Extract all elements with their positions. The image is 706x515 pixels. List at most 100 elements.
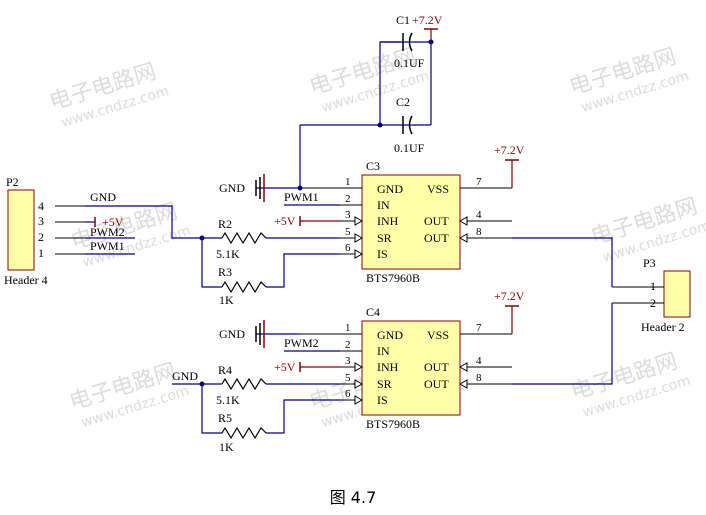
c4-pin-arrow-out2 (458, 379, 468, 389)
p3-body (663, 270, 691, 318)
c4-pin-num-5: 5 (345, 372, 351, 384)
c3-ref: C3 (366, 159, 380, 173)
c4-pin-name-out2: OUT (424, 377, 449, 391)
c3-pin-num-5: 5 (345, 226, 351, 238)
resistors-upper: R2 5.1K R3 1K (199, 217, 340, 307)
c3-pin-arrow-sr (354, 233, 364, 243)
net-label-5v: +5V (102, 215, 124, 229)
c4-ref: C4 (366, 305, 380, 319)
c4-pin-arrow-sr (354, 379, 364, 389)
r5-wire-left (201, 384, 222, 434)
c1-supply-label: +7.2V (412, 13, 443, 27)
c4-supply-label: +7.2V (494, 289, 525, 303)
c3-pin-name-out2: OUT (424, 231, 449, 245)
p2-body (7, 189, 35, 271)
c3-pin-num-6: 6 (345, 242, 351, 254)
c3-pin-name-gnd: GND (377, 182, 403, 196)
c3-pin-arrow-inh (354, 216, 364, 226)
r2-ref: R2 (218, 217, 232, 231)
c4-pin-name-gnd: GND (377, 328, 403, 342)
c2-value: 0.1UF (394, 141, 425, 155)
r3-wire-right (266, 253, 340, 288)
r4-value: 5.1K (216, 393, 240, 407)
c4-pin-num-8: 8 (476, 372, 482, 384)
figure-caption: 图 4.7 (329, 488, 377, 507)
wire-p2-gnd (85, 205, 202, 239)
c3-pin-num-1: 1 (345, 176, 351, 188)
c4-pin-arrow-is (354, 395, 364, 405)
wire-c3-out-to-p3 (512, 237, 613, 287)
capacitors-c1-c2: C1 +7.2V 0.1UF C2 0.1UF (297, 13, 443, 191)
c4-pin-num-4: 4 (476, 355, 482, 367)
r2-zigzag (221, 231, 267, 245)
c4-pin-num-1: 1 (345, 322, 351, 334)
r5-ref: R5 (218, 411, 232, 425)
p2-pin-1: 1 (38, 246, 44, 260)
c3-pin-name-sr: SR (377, 231, 392, 245)
r5-wire-right (266, 399, 340, 434)
ic-c4: C4 BTS7960B GND IN INH SR IS VSS OUT OUT… (172, 289, 525, 431)
c4-left-gnd-label: GND (172, 369, 198, 383)
c1-value: 0.1UF (394, 56, 425, 70)
c3-inh-label: +5V (274, 214, 296, 228)
c3-supply-label: +7.2V (494, 143, 525, 157)
resistors-lower: R4 5.1K R5 1K (172, 363, 340, 454)
c4-pin-arrow-inh (354, 362, 364, 372)
header-p3: P3 1 2 Header 2 (512, 237, 691, 385)
c4-pin-name-is: IS (377, 393, 388, 407)
c4-pin-num-2: 2 (345, 339, 351, 351)
c4-part: BTS7960B (366, 417, 420, 431)
c3-part: BTS7960B (366, 271, 420, 285)
c3-pin-arrow-out2 (458, 233, 468, 243)
p2-pin-4: 4 (38, 199, 44, 213)
r5-zigzag (221, 426, 267, 440)
junction-dot (428, 39, 434, 45)
c1-ref: C1 (396, 13, 410, 27)
c3-pin-num-7: 7 (476, 176, 482, 188)
c4-pin-name-in: IN (377, 344, 390, 358)
c4-pin-num-6: 6 (345, 388, 351, 400)
r3-value: 1K (219, 293, 234, 307)
c3-pin-arrow-out1 (458, 216, 468, 226)
c3-body (361, 174, 461, 270)
r3-wire-left (201, 238, 222, 288)
ic-c3: C3 BTS7960B GND IN INH SR IS VSS OUT OUT… (219, 143, 525, 285)
c4-gnd-label: GND (219, 327, 245, 341)
p3-pin-1: 1 (650, 279, 656, 293)
c3-pin-name-inh: INH (377, 214, 399, 228)
c2-ref: C2 (396, 95, 410, 109)
r4-zigzag (221, 377, 267, 391)
c4-pin-name-inh: INH (377, 360, 399, 374)
c1-plate-right (408, 32, 413, 52)
c4-pin-num-3: 3 (345, 355, 351, 367)
c3-pin-name-vss: VSS (427, 182, 449, 196)
net-label-pwm1: PWM1 (90, 239, 125, 253)
c3-gnd-label: GND (219, 181, 245, 195)
p2-pin-2: 2 (38, 230, 44, 244)
r5-value: 1K (219, 440, 234, 454)
p2-ref: P2 (6, 175, 19, 189)
c3-pin-num-4: 4 (476, 209, 482, 221)
c3-pin-num-3: 3 (345, 209, 351, 221)
p2-name: Header 4 (4, 273, 48, 287)
p3-ref: P3 (643, 256, 656, 270)
wire-c4-out-to-p3 (512, 303, 613, 385)
c4-pin-name-sr: SR (377, 377, 392, 391)
c3-pin-name-in: IN (377, 198, 390, 212)
r3-ref: R3 (218, 265, 232, 279)
net-label-pwm2: PWM2 (90, 225, 125, 239)
c4-pin-num-7: 7 (476, 322, 482, 334)
schematic-diagram: 电子电路网 www.cndzz.com 电子电路网 www.cndzz.com … (4, 13, 706, 454)
c4-pin-arrow-out1 (458, 362, 468, 372)
net-label-gnd: GND (90, 190, 116, 204)
c4-pin-name-vss: VSS (427, 328, 449, 342)
r3-zigzag (221, 280, 267, 294)
c3-pin-name-out1: OUT (424, 214, 449, 228)
r4-ref: R4 (218, 363, 232, 377)
c3-pin-num-2: 2 (345, 193, 351, 205)
c4-in-label: PWM2 (284, 336, 319, 350)
r2-value: 5.1K (216, 247, 240, 261)
p3-name: Header 2 (641, 320, 685, 334)
header-p2: P2 Header 4 4 3 2 1 GND +5V PWM2 PWM1 (4, 175, 202, 287)
p2-pin-3: 3 (38, 214, 44, 228)
